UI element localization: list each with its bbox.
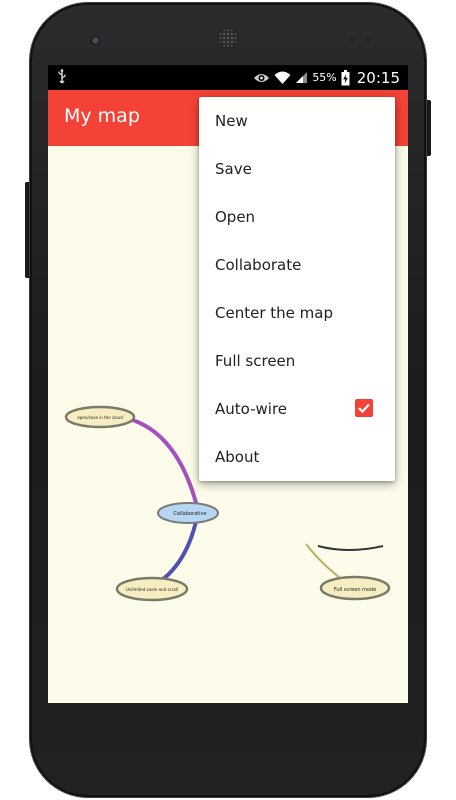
node-label: Unlimited zoom and scroll — [126, 587, 178, 592]
earpiece-speaker — [218, 28, 238, 48]
checkmark-icon — [358, 403, 370, 414]
clock: 20:15 — [356, 68, 400, 87]
front-camera — [92, 37, 99, 44]
overflow-menu: New Save Open Collaborate Center the map… — [199, 97, 395, 481]
mind-map-node[interactable]: Unlimited zoom and scroll — [115, 576, 189, 602]
wifi-icon — [274, 71, 291, 84]
menu-item-new[interactable]: New — [199, 97, 395, 145]
menu-item-save[interactable]: Save — [199, 145, 395, 193]
power-button — [425, 100, 431, 156]
menu-item-auto-wire[interactable]: Auto-wire — [199, 385, 395, 433]
volume-button — [25, 182, 31, 278]
menu-item-center-the-map[interactable]: Center the map — [199, 289, 395, 337]
eye-icon — [254, 73, 270, 82]
branch-line-purple — [124, 416, 200, 512]
menu-item-open[interactable]: Open — [199, 193, 395, 241]
battery-charging-icon — [341, 69, 350, 85]
menu-item-label: Auto-wire — [215, 400, 288, 418]
menu-item-label: Full screen — [215, 352, 296, 370]
mind-map-node[interactable]: open/save in the cloud — [64, 405, 136, 429]
app-title: My map — [64, 105, 140, 127]
menu-item-label: About — [215, 448, 260, 466]
menu-item-label: Center the map — [215, 304, 333, 322]
cell-signal-icon — [296, 72, 308, 83]
node-label: Collaborative — [173, 511, 206, 517]
menu-item-about[interactable]: About — [199, 433, 395, 481]
mind-map-node[interactable]: Full screen mode — [319, 575, 391, 601]
menu-item-collaborate[interactable]: Collaborate — [199, 241, 395, 289]
status-bar: 55% 20:15 — [48, 65, 408, 90]
usb-icon — [58, 69, 66, 84]
menu-item-label: Collaborate — [215, 256, 302, 274]
proximity-sensors — [345, 37, 375, 43]
auto-wire-checkbox[interactable] — [355, 399, 373, 417]
node-label: Full screen mode — [334, 587, 377, 593]
menu-item-label: New — [215, 112, 248, 130]
battery-percent: 55% — [312, 71, 337, 84]
mind-map-node[interactable]: Collaborative — [157, 502, 219, 524]
branch-line-dark — [317, 545, 384, 551]
menu-item-label: Open — [215, 208, 256, 226]
menu-item-label: Save — [215, 160, 252, 178]
mind-map-canvas[interactable]: open/save in the cloud Collaborative Unl… — [48, 146, 408, 703]
node-label: open/save in the cloud — [77, 415, 123, 420]
menu-item-full-screen[interactable]: Full screen — [199, 337, 395, 385]
